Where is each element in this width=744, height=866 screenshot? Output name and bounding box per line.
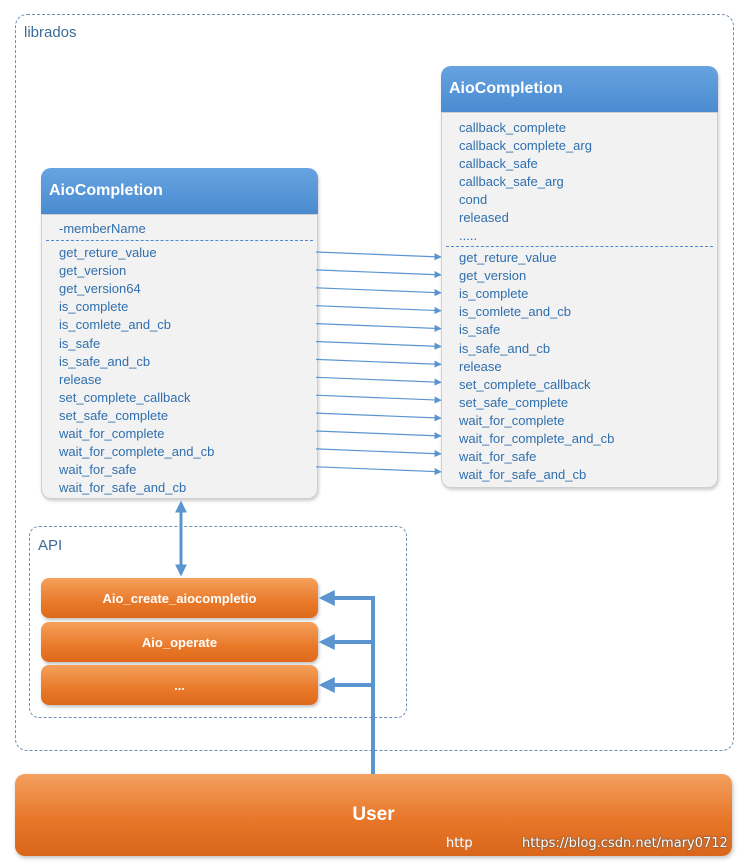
right-method-item: is_complete	[459, 286, 529, 302]
right-member-item: cond	[459, 192, 488, 207]
api-label: API	[38, 537, 63, 554]
right-member-item: released	[459, 210, 509, 225]
api-region	[29, 526, 407, 718]
left-method-item: get_version64	[59, 281, 141, 297]
left-method-item: set_safe_complete	[59, 407, 169, 423]
right-method-item: get_version	[459, 268, 527, 284]
right-method-item: wait_for_safe_and_cb	[459, 467, 587, 483]
more-api-button[interactable]: ...	[41, 665, 318, 705]
left-method-item: is_complete	[59, 299, 129, 315]
aio-create-button[interactable]: Aio_create_aiocompletio	[41, 578, 318, 618]
method-arrow	[315, 358, 442, 368]
right-class-title: AioCompletion	[441, 66, 718, 112]
right-method-item: get_reture_value	[459, 250, 557, 265]
left-method-item: is_safe	[59, 335, 101, 351]
method-arrow	[315, 448, 442, 458]
method-arrow	[315, 466, 442, 476]
right-method-item: is_comlete_and_cb	[459, 304, 572, 320]
right-member-item: callback_complete	[459, 120, 566, 135]
method-arrow	[315, 412, 442, 422]
aio-operate-button[interactable]: Aio_operate	[41, 622, 318, 662]
right-method-item: wait_for_safe	[459, 449, 537, 465]
right-method-item: release	[459, 358, 502, 374]
left-method-item: wait_for_complete_and_cb	[59, 444, 215, 460]
watermark-url: https://blog.csdn.net/mary0712	[522, 836, 728, 851]
left-method-item: wait_for_safe_and_cb	[59, 480, 187, 496]
left-method-item: wait_for_complete	[59, 426, 165, 441]
right-method-item: is_safe_and_cb	[459, 340, 551, 356]
left-method-item: wait_for_safe	[59, 462, 137, 478]
method-arrow	[315, 394, 442, 404]
method-mapping-arrows	[315, 251, 442, 476]
method-arrow	[315, 340, 442, 350]
left-method-item: get_reture_value	[59, 245, 157, 260]
right-method-item: is_safe	[459, 322, 501, 338]
librados-label: librados	[24, 24, 77, 41]
right-separator	[446, 246, 713, 247]
method-arrow	[315, 323, 442, 332]
method-arrow	[315, 430, 442, 440]
left-separator	[46, 240, 313, 241]
method-arrow	[315, 269, 442, 279]
left-member: -memberName	[59, 221, 146, 236]
left-method-item: is_safe_and_cb	[59, 353, 151, 369]
method-arrow	[315, 287, 442, 297]
left-method-item: get_version	[59, 263, 127, 279]
right-member-item: .....	[459, 228, 478, 243]
method-arrow	[315, 251, 442, 261]
right-method-item: set_complete_callback	[459, 376, 591, 392]
right-member-item: callback_complete_arg	[459, 138, 592, 153]
left-method-item: is_comlete_and_cb	[59, 317, 172, 333]
right-method-item: wait_for_complete	[459, 412, 565, 428]
method-arrow	[315, 305, 442, 315]
right-method-item: wait_for_complete_and_cb	[459, 431, 615, 446]
left-class-title: AioCompletion	[41, 168, 318, 214]
right-method-item: set_safe_complete	[459, 394, 569, 410]
user-bar[interactable]: User	[15, 774, 732, 856]
method-arrow	[315, 376, 442, 386]
left-method-item: release	[59, 371, 102, 387]
right-member-item: callback_safe	[459, 156, 538, 171]
right-member-item: callback_safe_arg	[459, 174, 564, 189]
watermark-faint: http	[446, 836, 473, 851]
left-method-item: set_complete_callback	[59, 389, 191, 405]
